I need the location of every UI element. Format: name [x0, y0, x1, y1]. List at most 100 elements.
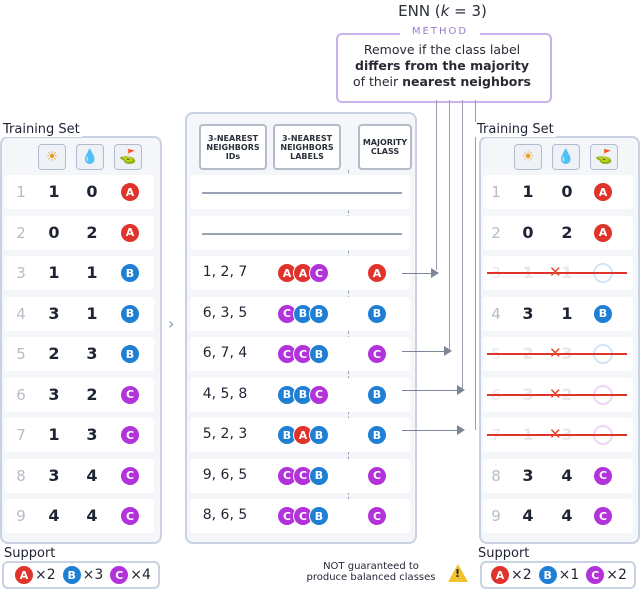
row-number: 2 — [491, 223, 501, 242]
feature-a-value: 0 — [522, 222, 534, 242]
support-item: B×3 — [61, 565, 103, 585]
neighbor-label-c-badge: C — [293, 344, 313, 364]
arrow-head — [457, 425, 465, 435]
humidity-icon: 💧 — [552, 144, 580, 170]
connector-line — [475, 100, 476, 430]
class-b-badge: B — [593, 303, 613, 324]
support-count: ×2 — [35, 567, 56, 583]
class-b-badge: B — [61, 565, 82, 585]
feature-b-value: 0 — [86, 182, 98, 201]
feature-b-value: 4 — [561, 506, 573, 525]
connector-line — [436, 100, 437, 270]
class-c-badge: C — [593, 465, 613, 486]
feature-a-value: 3 — [48, 465, 60, 485]
feature-icons: ☀ 💧 ⛳ — [38, 144, 148, 170]
neighbor-ids: 5, 2, 3 — [202, 426, 248, 442]
connector-line — [462, 100, 463, 390]
support-count: ×4 — [130, 567, 151, 583]
support-item: A×2 — [14, 565, 56, 585]
feature-a-value: 1 — [48, 182, 60, 201]
class-b-badge: B — [120, 303, 140, 324]
feature-b-value: 1 — [561, 303, 573, 323]
class-c-badge: C — [120, 384, 140, 405]
removed-strike-line — [487, 393, 627, 396]
feature-b-value: 2 — [561, 222, 573, 242]
feature-b-value: 0 — [561, 182, 573, 201]
row-number: 1 — [491, 183, 501, 201]
feature-b-value: 3 — [86, 344, 98, 363]
neighbor-label-b-badge: B — [309, 344, 329, 364]
row-number: 6 — [16, 385, 26, 404]
empty-row-line — [202, 192, 402, 194]
neighbor-ids: 6, 3, 5 — [202, 304, 248, 321]
chevron-right-icon: › — [168, 314, 175, 333]
class-c-badge: C — [585, 565, 606, 585]
arrow-head — [457, 385, 465, 395]
support-item: A×2 — [490, 565, 532, 585]
removed-x-icon: ✕ — [549, 384, 562, 403]
feature-a-value: 3 — [48, 303, 60, 323]
row-number: 3 — [16, 264, 26, 282]
feature-a-value: 4 — [48, 506, 60, 525]
feature-a-value: 4 — [522, 506, 534, 525]
feature-b-value: 4 — [86, 465, 98, 485]
row-number: 9 — [16, 507, 26, 525]
majority-class-badge: B — [367, 384, 387, 405]
feature-a-value: 2 — [48, 344, 60, 363]
neighbor-ids: 1, 2, 7 — [202, 264, 248, 280]
feature-a-value: 1 — [48, 263, 60, 282]
sun-icon: ☀ — [38, 144, 66, 170]
neighbor-label-b-badge: B — [309, 465, 329, 486]
row-number: 5 — [16, 345, 26, 363]
row-number: 9 — [491, 507, 501, 525]
majority-class-badge: B — [367, 425, 387, 445]
diagram-title: ENN (k = 3) — [398, 2, 487, 20]
feature-b-value: 1 — [86, 303, 98, 323]
class-c-badge: C — [593, 506, 613, 526]
golf-icon: ⛳ — [590, 144, 618, 170]
method-label: METHOD — [400, 26, 480, 37]
removed-strike-line — [487, 353, 627, 355]
class-a-badge: A — [120, 182, 140, 202]
arrow — [402, 351, 445, 352]
humidity-icon: 💧 — [76, 144, 104, 170]
class-c-badge: C — [120, 506, 140, 526]
row-number: 8 — [16, 466, 26, 485]
empty-row-line — [202, 232, 402, 235]
feature-b-value: 1 — [86, 263, 98, 282]
removed-x-icon: ✕ — [549, 425, 562, 443]
class-a-badge: A — [490, 565, 510, 585]
neighbor-label-b-badge: B — [309, 506, 329, 526]
class-a-badge: A — [593, 182, 613, 202]
feature-a-value: 3 — [522, 303, 534, 323]
class-b-badge: B — [537, 565, 558, 585]
golf-icon: ⛳ — [114, 144, 142, 170]
removed-x-icon: ✕ — [549, 344, 562, 362]
class-a-badge: A — [593, 222, 613, 243]
arrow-head — [431, 268, 439, 278]
class-a-badge: A — [120, 222, 140, 243]
neighbor-label-b-badge: B — [277, 425, 297, 445]
left-support-label: Support — [2, 546, 58, 561]
class-c-badge: C — [109, 565, 130, 585]
class-a-badge: A — [14, 565, 34, 585]
support-count: ×2 — [606, 567, 627, 583]
feature-b-value: 2 — [86, 384, 98, 404]
arrow-head — [444, 346, 452, 356]
feature-a-value: 1 — [48, 425, 60, 444]
feature-a-value: 3 — [48, 384, 60, 404]
feature-a-value: 0 — [48, 222, 60, 242]
row-number: 4 — [491, 304, 501, 323]
majority-class-badge: B — [367, 303, 387, 324]
support-item: C×4 — [109, 565, 151, 585]
connector-line — [449, 100, 450, 352]
support-item: B×1 — [537, 565, 579, 585]
removed-strike-line — [487, 434, 627, 436]
majority-class-badge: A — [367, 263, 387, 283]
